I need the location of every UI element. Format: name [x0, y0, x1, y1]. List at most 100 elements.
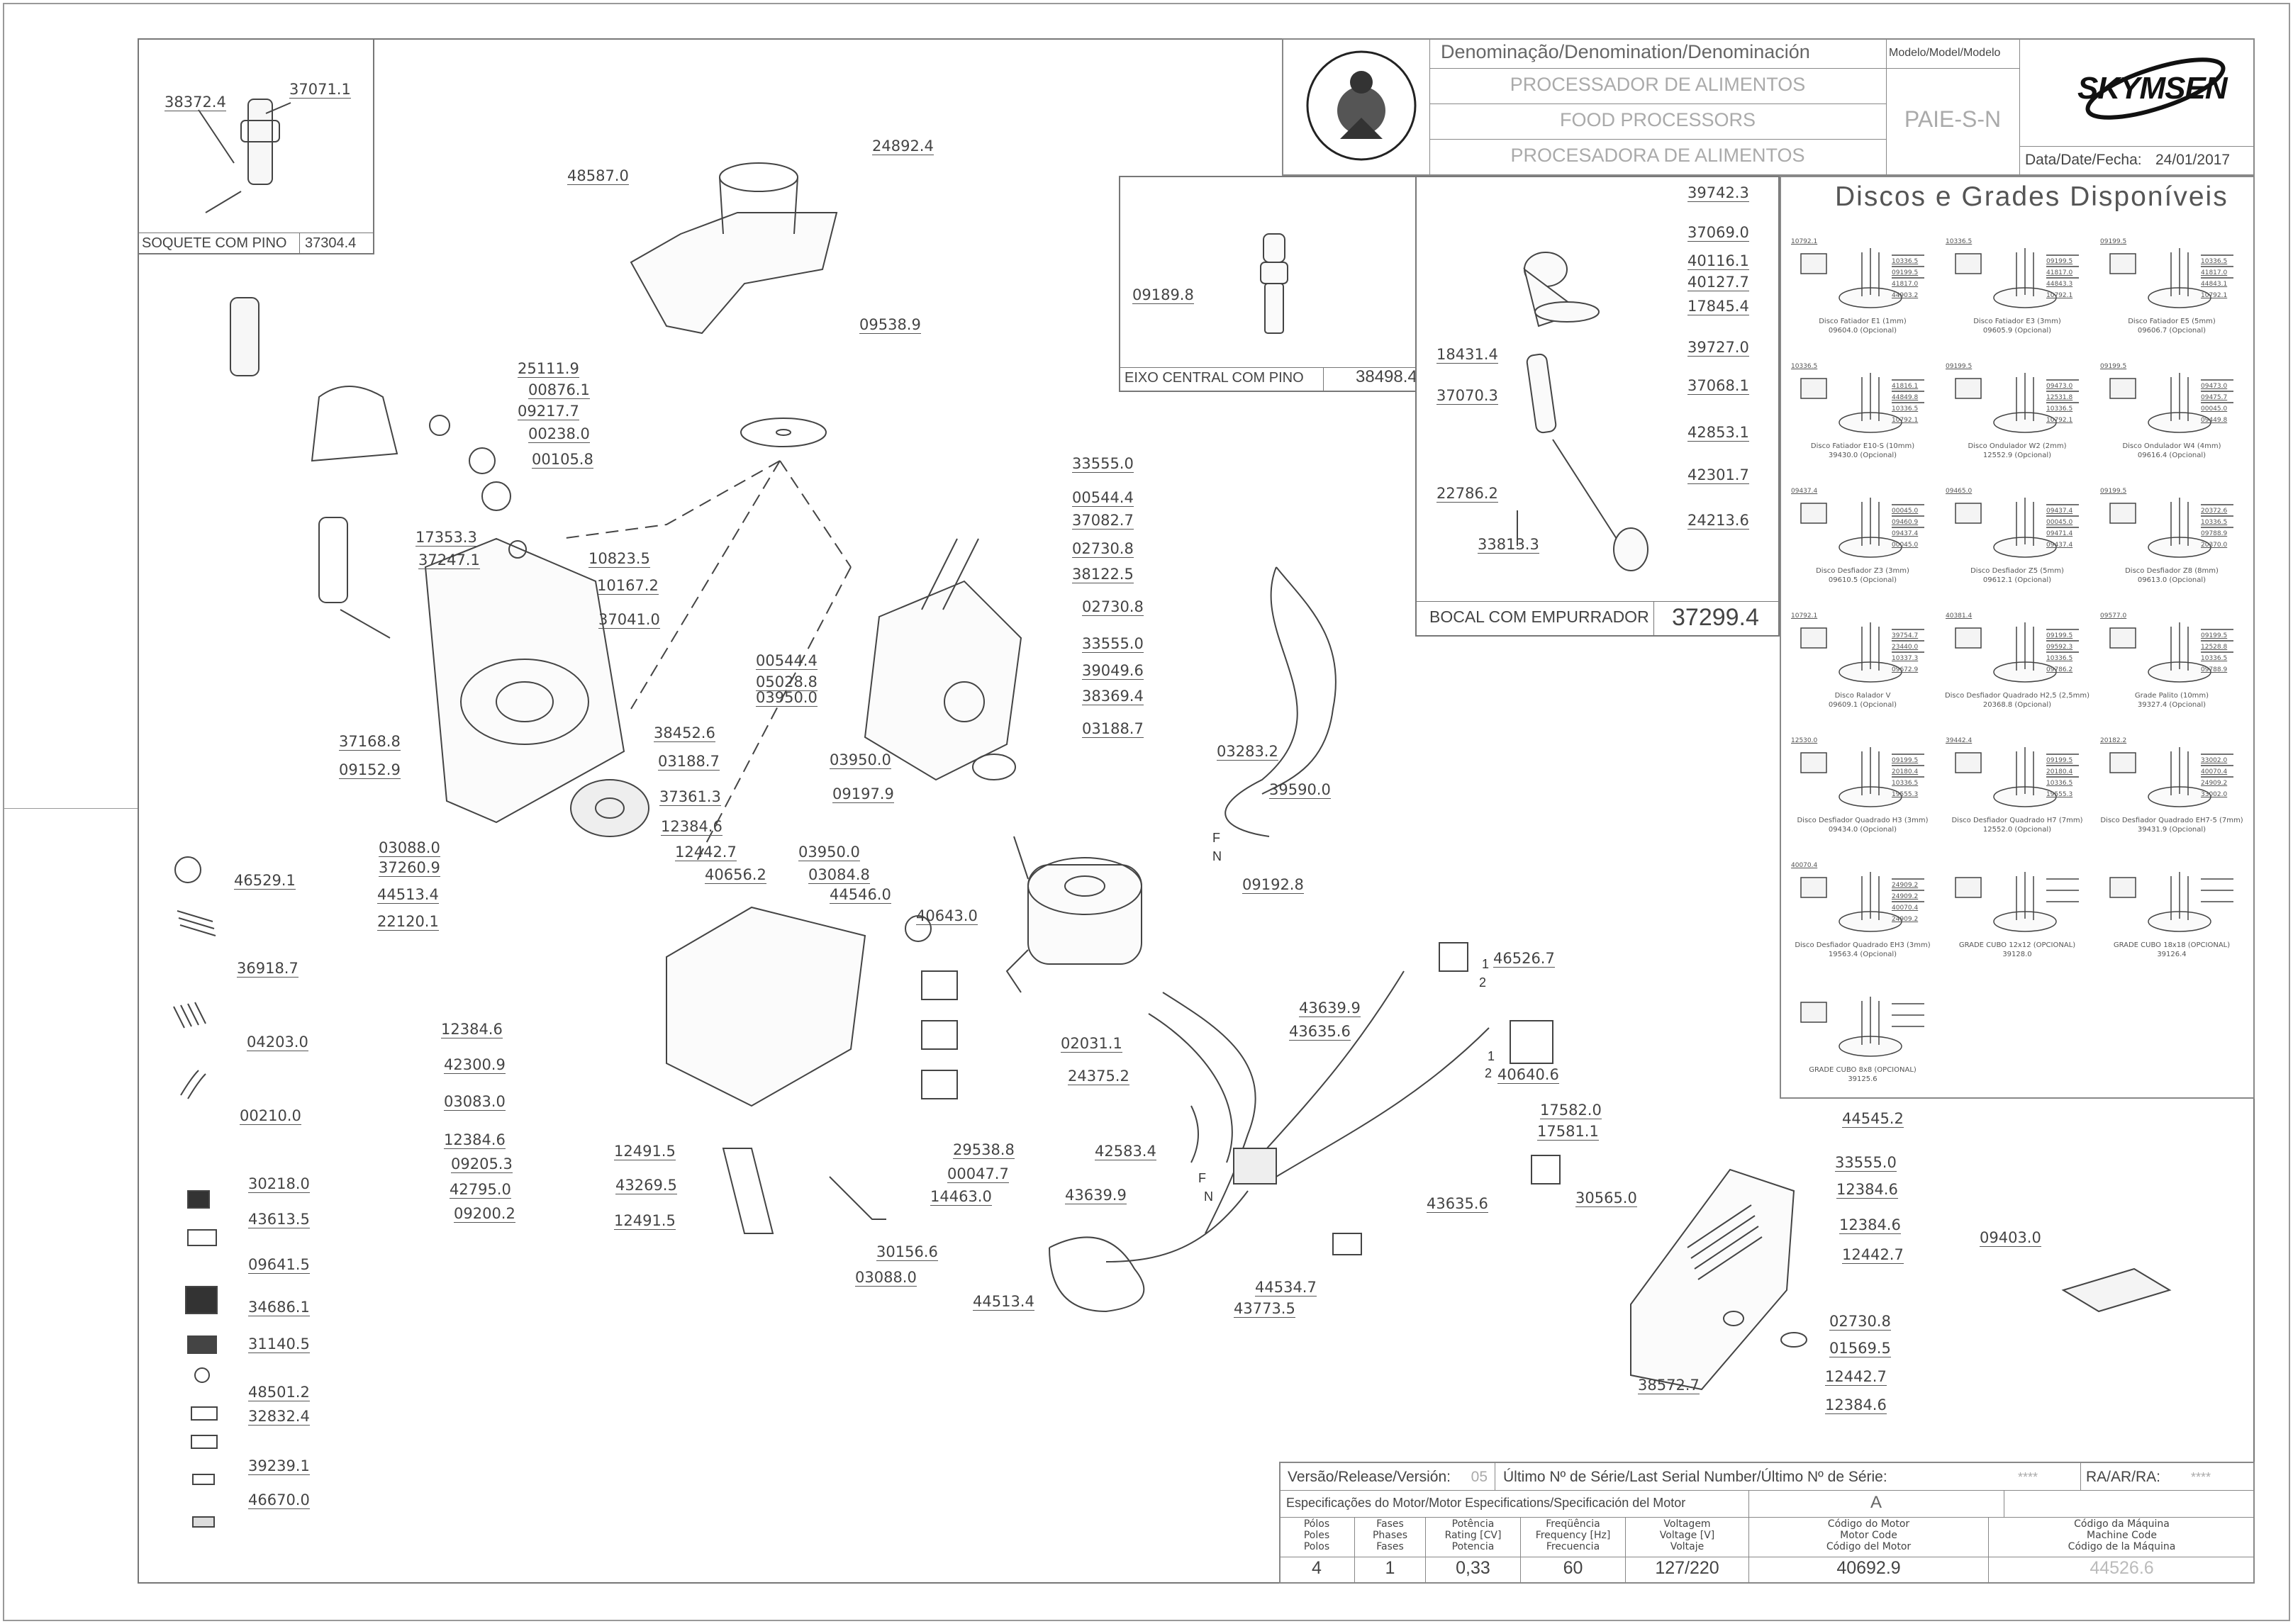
disc-part-label: 10336.5 [2201, 258, 2228, 265]
disc-part-label: 24909.2 [2201, 780, 2228, 787]
part-number-label: 09192.8 [1242, 876, 1304, 894]
part-number-label: 00047.7 [947, 1165, 1009, 1183]
part-number-label: 37071.1 [289, 81, 351, 99]
part-number-label: 37247.1 [418, 551, 480, 569]
part-number-label: 39727.0 [1687, 339, 1749, 357]
part-number-label: 38452.6 [654, 724, 715, 742]
wire-marker: 2 [1479, 975, 1487, 990]
feed-chute-part [630, 162, 838, 335]
disc-part-label: 41816.1 [1892, 383, 1919, 390]
disc-part-label: 09592.3 [2046, 644, 2073, 651]
disc-part [740, 418, 827, 447]
socket-code-divider [299, 233, 300, 254]
serial-divider [2080, 1462, 2081, 1490]
disc-caption: Disco Desfiador Quadrado EH3 (3mm) [1795, 941, 1931, 949]
part-number-label: 37082.7 [1072, 512, 1134, 530]
shaft-code-divider [1323, 367, 1324, 391]
disc-illustration [2109, 498, 2233, 558]
disc-code: 39126.4 [2157, 951, 2187, 958]
part-number-label: 17845.4 [1687, 298, 1749, 315]
disc-part-label: 39754.7 [1892, 632, 1919, 639]
disc-part-label: 33002.0 [2201, 791, 2228, 798]
disc-item: Disco Desfiador Z3 (3mm)09610.5 (Opciona… [1785, 476, 1940, 601]
disc-part-label: 10336.5 [1892, 405, 1919, 413]
disc-part-label: 10336.5 [2201, 519, 2228, 526]
part-number-label: 09538.9 [859, 316, 921, 334]
motor-part [1005, 836, 1142, 993]
seal-divider [1429, 38, 1430, 176]
disc-part-label: 20370.0 [2201, 542, 2228, 549]
disc-part-label: 09471.4 [2046, 530, 2073, 537]
model-divider [1886, 38, 1887, 176]
part-number-label: 43613.5 [248, 1211, 310, 1228]
part-number-label: 17581.1 [1537, 1123, 1599, 1141]
disc-part-label: 24909.2 [1892, 916, 1919, 923]
disc-part-label: 09672.9 [1892, 666, 1919, 673]
spec-column-value: 1 [1385, 1558, 1395, 1578]
part-number-label: 38122.5 [1072, 566, 1134, 583]
disc-part-label: 10336.5 [1892, 780, 1919, 787]
part-number-label: 33555.0 [1835, 1154, 1897, 1172]
wire-marker: N [1212, 849, 1222, 863]
spec-column-value: 4 [1312, 1558, 1322, 1578]
disc-code: 39125.6 [1848, 1075, 1878, 1083]
disc-caption: Disco Ralador V [1834, 692, 1891, 700]
part-number-label: 39742.3 [1687, 184, 1749, 202]
wire-marker: 1 [1482, 957, 1490, 971]
part-number-label: 38372.4 [164, 94, 226, 111]
part-number-label: 10167.2 [597, 577, 659, 595]
socket-code: 37304.4 [305, 235, 357, 251]
part-number-label: 09189.8 [1132, 286, 1194, 304]
part-number-label: 24375.2 [1068, 1068, 1129, 1085]
nozzle-label: BOCAL COM EMPURRADOR [1429, 607, 1649, 626]
disc-illustration [1800, 997, 1924, 1057]
disc-part-label: 33002.0 [2201, 757, 2228, 764]
disc-part-label: 09475.7 [2201, 394, 2228, 401]
disc-part-label: 09199.5 [2100, 488, 2127, 495]
disc-part-label: 09199.5 [1892, 269, 1919, 276]
disc-part-label: 24909.2 [1892, 893, 1919, 900]
disc-part-label: 10792.1 [1791, 612, 1818, 620]
product-name-en: FOOD PROCESSORS [1559, 109, 1756, 130]
part-number-label: 44513.4 [377, 886, 439, 904]
part-number-label: 33555.0 [1082, 635, 1144, 653]
disc-part-label: 12530.0 [1791, 737, 1818, 744]
disc-part-label: 10336.5 [2046, 780, 2073, 787]
part-number-label: 03950.0 [756, 689, 818, 707]
part-number-label: 12491.5 [614, 1143, 676, 1160]
part-number-label: 00238.0 [528, 425, 590, 443]
disc-part-label: 10336.5 [1892, 258, 1919, 265]
part-number-label: 30156.6 [876, 1243, 938, 1261]
disc-code: 12552.9 (Opcional) [1982, 452, 2052, 459]
disc-part-label: 09449.8 [2201, 417, 2228, 424]
disc-code: 20368.8 (Opcional) [1982, 701, 2052, 709]
part-number-label: 02031.1 [1061, 1035, 1122, 1053]
title-block [1282, 38, 2255, 176]
disc-caption: Disco Fatiador E5 (5mm) [2128, 318, 2216, 325]
socket-with-pin-part [198, 99, 291, 213]
product-name-es: PROCESADORA DE ALIMENTOS [1510, 145, 1805, 166]
part-number-label: 12384.6 [441, 1021, 503, 1038]
disc-part-label: 20180.4 [2046, 768, 2073, 775]
left-margin-mark [3, 808, 138, 809]
disc-illustration [1800, 622, 1924, 683]
part-number-label: 30565.0 [1575, 1189, 1637, 1207]
part-number-label: 03950.0 [798, 844, 860, 861]
part-number-label: 37068.1 [1687, 377, 1749, 395]
spec-column-value: 44526.6 [2090, 1558, 2154, 1578]
disc-part-label: 44843.1 [2201, 281, 2228, 288]
title-row-3 [1429, 139, 1886, 140]
part-number-label: 09641.5 [248, 1256, 310, 1274]
nozzle-drawing [1517, 252, 1648, 571]
socket-box [138, 38, 374, 254]
part-number-label: 22786.2 [1436, 485, 1498, 503]
wiring-harness [1049, 566, 1561, 1313]
denomination-header: Denominação/Denomination/Denominación [1441, 41, 1810, 62]
title-row-1 [1429, 68, 1886, 69]
